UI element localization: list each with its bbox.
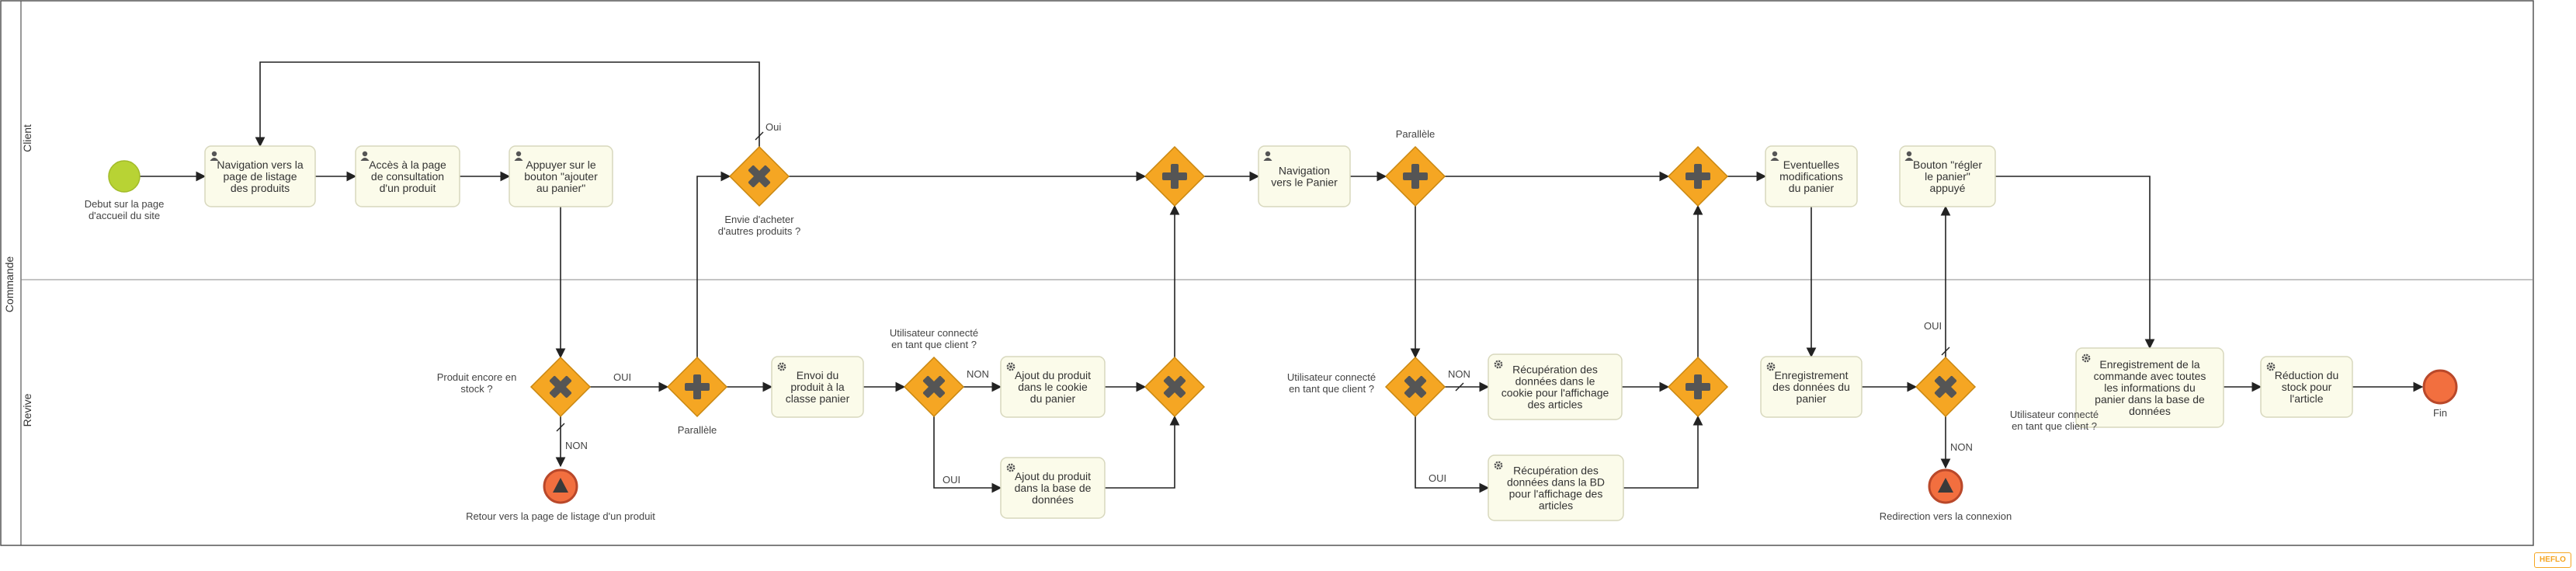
end-event[interactable]: Fin <box>2422 369 2458 419</box>
flow-condition-label: NON <box>1448 368 1470 380</box>
x-icon <box>922 375 946 399</box>
flow-condition-label: NON <box>967 368 989 380</box>
sequence-flow <box>1995 176 2155 350</box>
flow-condition-label: OUI <box>613 371 631 383</box>
end-event-label: Retour vers la page de listage d'un prod… <box>466 510 655 522</box>
sequence-flow <box>933 416 1002 493</box>
end-event-label: Redirection vers la connexion <box>1880 510 2012 522</box>
flow-condition-label: NON <box>565 440 588 451</box>
lane-label-client: Client <box>21 124 33 152</box>
default-flow-marker <box>755 131 764 141</box>
parallel-gateway[interactable] <box>1667 356 1729 418</box>
parallel-gateway[interactable]: Parallèle <box>1384 128 1446 207</box>
error-end-event[interactable]: Retour vers la page de listage d'un prod… <box>466 468 655 522</box>
x-icon <box>549 375 572 399</box>
default-flow-marker <box>556 423 565 432</box>
sequence-flow <box>1415 416 1490 493</box>
parallel-gateway[interactable] <box>1667 145 1729 207</box>
parallel-gateway[interactable]: Parallèle <box>666 356 728 436</box>
sequence-flow <box>255 61 760 148</box>
x-icon <box>748 165 771 188</box>
triangle-icon <box>553 478 568 493</box>
flow-condition-label: NON <box>1950 441 1973 453</box>
flow-condition-label: OUI <box>1924 320 1942 332</box>
sequence-flow <box>1105 415 1180 489</box>
x-icon <box>1404 375 1427 399</box>
default-flow-marker <box>1941 346 1950 356</box>
x-icon <box>1163 375 1186 399</box>
sequence-flows <box>140 61 2424 493</box>
lane-label-revive: Revive <box>21 393 33 427</box>
flow-condition-label: OUI <box>1429 472 1446 484</box>
sequence-flow <box>696 171 731 357</box>
default-flow-marker <box>1455 382 1464 392</box>
error-end-event[interactable]: Redirection vers la connexion <box>1880 468 2012 522</box>
gateway-label: Parallèle <box>678 424 717 436</box>
flow-condition-label: Oui <box>766 121 781 133</box>
gateway-label: Parallèle <box>1396 128 1436 140</box>
triangle-icon <box>1938 478 1953 493</box>
end-event-label: Fin <box>2433 407 2447 419</box>
exclusive-gateway[interactable] <box>1144 356 1206 418</box>
heflo-logo: HEFLO <box>2534 552 2571 568</box>
parallel-gateway[interactable] <box>1144 145 1206 207</box>
pool-label: Commande <box>3 256 16 313</box>
pool-border <box>0 0 2534 546</box>
x-icon <box>1934 375 1957 399</box>
sequence-flow <box>1623 415 1703 489</box>
flow-condition-label: OUI <box>943 474 960 486</box>
